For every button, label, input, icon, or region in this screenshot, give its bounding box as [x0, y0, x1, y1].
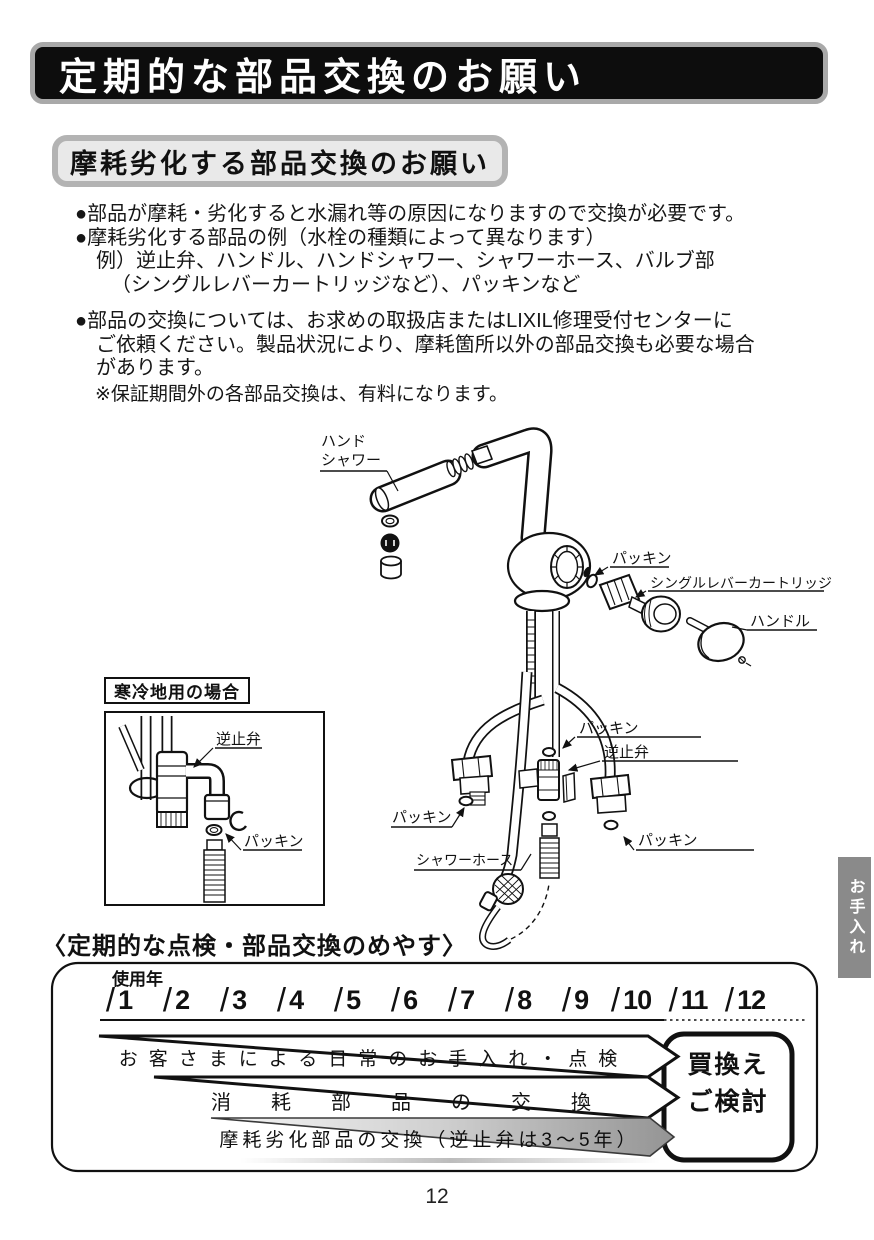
bar-label-consumable-parts: 消耗部品の交換: [211, 1092, 631, 1114]
cold-label-packing: パッキン: [244, 833, 304, 850]
schedule-chart-graphics: [50, 961, 819, 1173]
chart-title: 〈定期的な点検・部品交換のめやす〉: [42, 933, 467, 960]
note-line-warranty: ※保証期間外の各部品交換は、有料になります。: [95, 383, 509, 405]
year-tick-4: /4: [276, 981, 304, 1018]
section-heading: 摩耗劣化する部品交換のお願い: [70, 148, 490, 179]
label-check-valve: 逆止弁: [604, 744, 650, 761]
cold-region-diagram: [118, 716, 302, 903]
cold-region-title-box: 寒冷地用の場合: [104, 677, 250, 704]
diagram-leader-lines: [320, 470, 824, 871]
note-line: ご依頼ください。製品状況により、摩耗箇所以外の部品交換も必要な場合: [96, 333, 755, 356]
year-tick-7: /7: [447, 981, 475, 1018]
bar-daily-care: [98, 1034, 681, 1079]
label-packing-right: パッキン: [638, 832, 698, 849]
handle-part: [686, 617, 752, 667]
year-tick-10: /10: [610, 981, 652, 1018]
cold-region-frame: [104, 711, 325, 906]
label-handle: ハンドル: [750, 613, 811, 630]
year-tick-1: /1: [105, 981, 133, 1018]
year-tick-8: /8: [504, 981, 532, 1018]
bar-consumable-parts: [153, 1075, 681, 1120]
chart-axis-label: 使用年: [112, 970, 163, 989]
page-number: 12: [425, 1185, 449, 1208]
year-tick-9: /9: [561, 981, 589, 1018]
hand-shower-wand: [369, 459, 462, 513]
note-line: ●部品の交換については、お求めの取扱店またはLIXIL修理受付センターに: [75, 310, 733, 332]
label-cartridge: シングルレバーカートリッジ: [650, 575, 832, 591]
section-heading-box: 摩耗劣化する部品交換のお願い: [52, 135, 508, 187]
bar-worn-parts: [210, 1117, 676, 1157]
cold-label-check-valve: 逆止弁: [216, 731, 262, 748]
year-tick-2: /2: [162, 981, 190, 1018]
year-tick-12: /12: [724, 981, 766, 1018]
page-title: 定期的な部品交換のお願い: [59, 56, 588, 99]
bar-label-worn-parts: 摩耗劣化部品の交換（逆止弁は3～5年）: [219, 1130, 640, 1151]
label-packing-left: パッキン: [392, 809, 452, 826]
label-packing-mid: パッキン: [579, 720, 639, 737]
conclusion-text: 買換え ご検討: [687, 1051, 769, 1116]
notes-block: ●部品が摩耗・劣化すると水漏れ等の原因になりますので交換が必要です。 ●摩耗劣化…: [75, 203, 755, 406]
side-tab-maintenance: お手入れ: [838, 857, 871, 978]
note-line: ●部品が摩耗・劣化すると水漏れ等の原因になりますので交換が必要です。: [75, 203, 746, 225]
year-tick-11: /11: [668, 981, 709, 1018]
label-packing-top: パッキン: [612, 550, 672, 567]
label-hand-shower: ハンド シャワー: [321, 433, 382, 469]
year-tick-6: /6: [390, 981, 418, 1018]
bar-label-daily-care: お客さまによる日常のお手入れ・点検: [118, 1049, 629, 1070]
faucet-exploded-diagram: [320, 427, 824, 950]
year-tick-3: /3: [219, 981, 247, 1018]
year-tick-5: /5: [333, 981, 361, 1018]
note-line: （シングルレバーカートリッジなど）、パッキンなど: [111, 273, 581, 296]
note-line: 例）逆止弁、ハンドル、ハンドシャワー、シャワーホース、バルブ部: [96, 250, 715, 272]
page-title-bar: 定期的な部品交換のお願い: [30, 42, 828, 104]
side-tab-label: お手入れ: [846, 877, 864, 958]
cold-region-title: 寒冷地用の場合: [114, 683, 240, 702]
note-line: ●摩耗劣化する部品の例（水栓の種類によって異なります）: [75, 226, 606, 249]
label-shower-hose: シャワーホース: [416, 852, 514, 868]
note-line: があります。: [96, 357, 214, 379]
